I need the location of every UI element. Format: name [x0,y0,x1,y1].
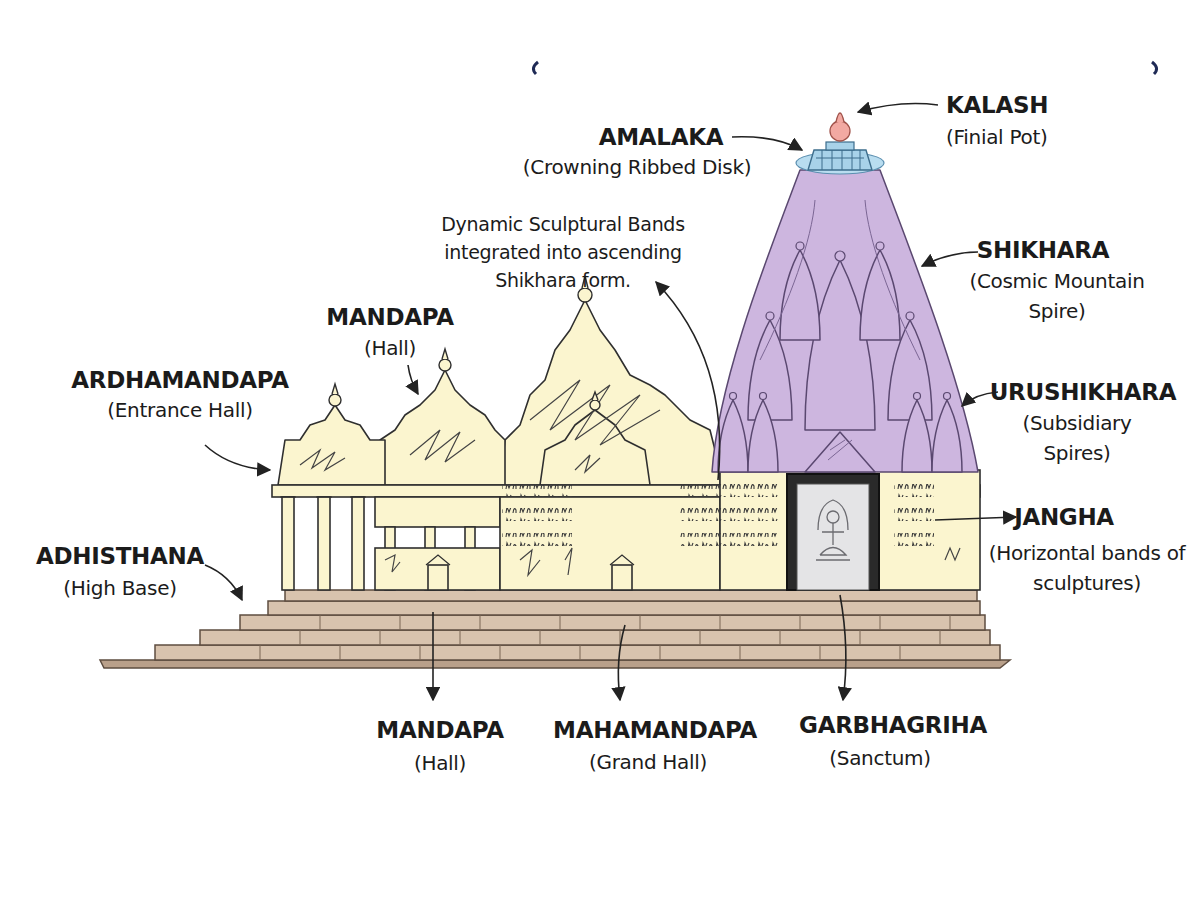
part-description: (Entrance Hall) [50,395,310,425]
part-description: (Grand Hall) [528,747,768,777]
part-description: (High Base) [10,573,230,603]
base-steps [155,590,1000,660]
roof-scribbles [300,380,660,472]
part-name: MANDAPA [290,302,490,332]
part-name: MAHAMANDAPA [535,715,775,745]
hall-roofs [278,300,720,485]
ground-line [100,660,1010,668]
part-description: (Subsidiary Spires) [1002,408,1152,468]
leader-lines [205,104,1016,700]
part-description: (Horizontal bands of sculptures) [979,538,1195,598]
part-name: URUSHIKHARA [983,377,1183,407]
amalaka-disk [808,150,872,170]
part-name: ARDHAMANDAPA [50,365,310,395]
part-description: (Hall) [290,333,490,363]
corner-arc [533,62,538,74]
part-name: SHIKHARA [933,235,1153,265]
part-description: (Crowning Ribbed Disk) [467,152,807,182]
amalaka-ribs [816,150,864,170]
amalaka-neck [826,142,854,150]
hall-walls [272,470,980,590]
part-name: ADHISTHANA [10,541,230,571]
part-name: JANGHA [984,502,1144,532]
part-name: GARBHAGRIHA [773,710,1013,740]
part-description: (Hall) [340,748,540,778]
kalash-tip [836,113,844,122]
part-description: (Cosmic Mountain Spire) [941,266,1173,326]
spire-knobs [730,242,951,400]
part-description: (Sanctum) [760,743,1000,773]
spire-texture [760,200,920,460]
band-marks [565,548,960,575]
deity-figure [816,500,850,560]
wall-scribbles [385,550,540,575]
part-name: KALASH [946,90,1076,120]
note-text: Dynamic Sculptural Bands integrated into… [413,210,713,294]
part-description: (Finial Pot) [946,122,1076,152]
sanctum-opening [797,484,869,590]
niche-tops [280,497,634,565]
part-name: MANDAPA [340,715,540,745]
shikhara-spire [712,170,978,472]
kalash-pot [830,121,850,141]
sanctum-frame [787,474,879,590]
corner-arc [1152,62,1157,74]
part-name: AMALAKA [511,122,811,152]
